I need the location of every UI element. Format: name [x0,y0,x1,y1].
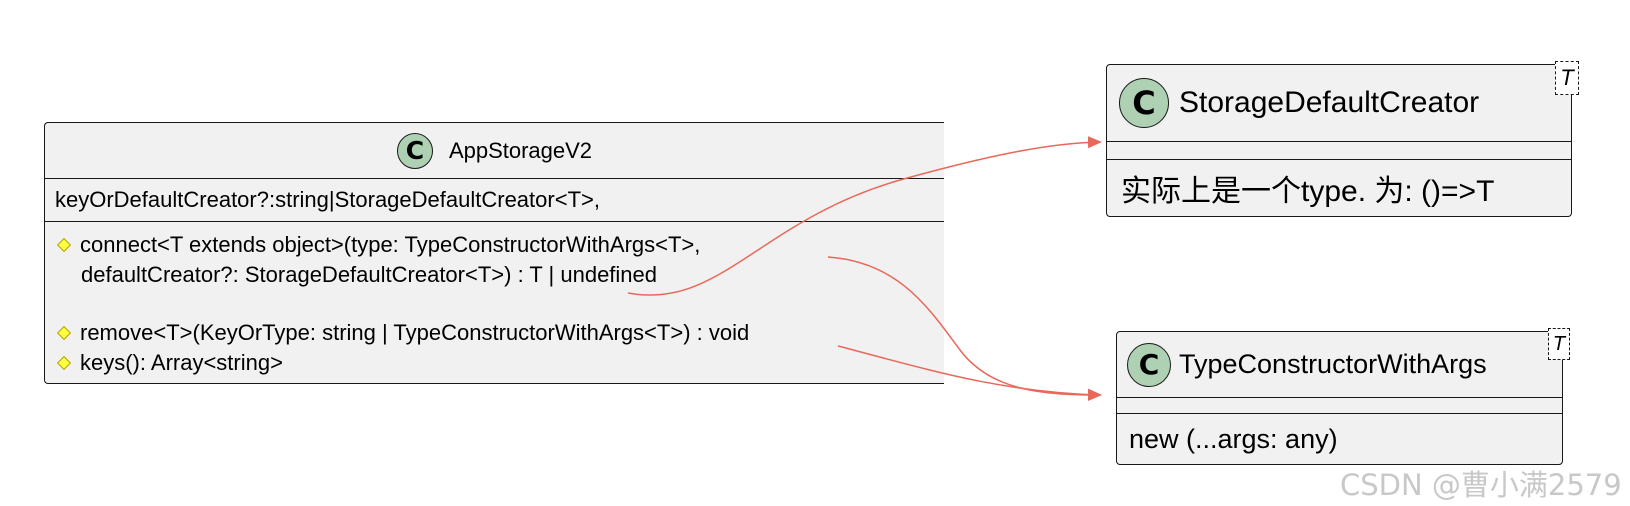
method-compartment: connect<T extends object>(type: TypeCons… [45,222,944,378]
divider [1107,141,1571,142]
class-storage-default-creator: C StorageDefaultCreator T 实际上是一个type. 为:… [1106,61,1579,217]
class-body: new (...args: any) [1117,414,1562,464]
class-header: C StorageDefaultCreator [1107,65,1571,141]
class-header: C TypeConstructorWithArgs [1117,332,1562,397]
method-signature: keys(): Array<string> [80,350,283,375]
class-name: AppStorageV2 [448,137,593,163]
divider [1107,159,1571,160]
method-connect-continuation: defaultCreator?: StorageDefaultCreator<T… [57,260,944,290]
arrow-connect-to-type-constructor [827,256,1102,401]
class-body-text: new (...args: any) [1129,423,1338,454]
attribute-compartment: keyOrDefaultCreator?:string|StorageDefau… [45,179,944,221]
class-name: TypeConstructorWithArgs [1179,349,1487,379]
method-connect: connect<T extends object>(type: TypeCons… [56,230,944,260]
divider [45,221,944,222]
method-keys: keys(): Array<string> [56,348,944,378]
arrow-connect-to-storage-default-creator [627,136,1102,296]
method-signature: remove<T>(KeyOrType: string | TypeConstr… [80,320,750,345]
method-remove: remove<T>(KeyOrType: string | TypeConstr… [56,318,944,348]
generic-type-parameter: T [1555,61,1579,95]
divider [1117,413,1562,414]
class-c-circle-icon: C [1119,78,1169,128]
class-app-storage-v2: C AppStorageV2 keyOrDefaultCreator?:stri… [44,122,944,384]
class-header: C AppStorageV2 [45,123,944,178]
class-name: StorageDefaultCreator [1179,86,1480,119]
generic-type-parameter: T [1548,328,1570,360]
class-body-text: 实际上是一个type. 为: ()=>T [1121,175,1495,208]
watermark: CSDN @曹小满2579 [1340,468,1622,502]
class-body: 实际上是一个type. 为: ()=>T [1107,160,1571,216]
divider [1117,397,1562,398]
method-signature-continuation: defaultCreator?: StorageDefaultCreator<T… [81,262,658,287]
method-signature: connect<T extends object>(type: TypeCons… [80,232,701,257]
class-c-circle-icon: C [396,132,433,169]
attribute: keyOrDefaultCreator?:string|StorageDefau… [55,187,600,212]
arrow-remove-to-type-constructor [837,345,1102,401]
class-c-circle-icon: C [1127,342,1171,387]
divider [45,178,944,179]
class-type-constructor-with-args: C TypeConstructorWithArgs T new (...args… [1116,328,1570,465]
